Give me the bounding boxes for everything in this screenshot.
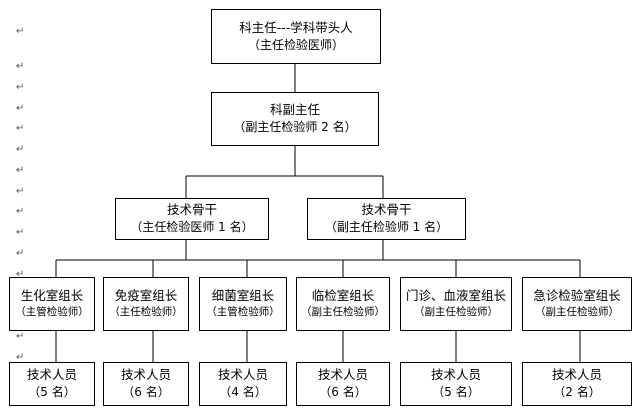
paragraph-mark-icon: ↵ [16, 206, 25, 217]
group-leader-title: 临检室组长 [311, 288, 375, 304]
paragraph-mark-icon: ↵ [16, 227, 25, 238]
backbone-box: 技术骨干 （副主任检验师 1 名） [307, 198, 466, 240]
group-leader-title: 免疫室组长 [114, 288, 178, 304]
paragraph-mark-icon: ↵ [16, 144, 25, 155]
group-leader-title: 门诊、血液室组长 [405, 288, 506, 304]
staff-title: 技术人员 [120, 367, 171, 383]
deputy-box: 科副主任 （副主任检验师 2 名） [211, 92, 379, 146]
group-leader-box: 生化室组长 （主管检验师） [9, 277, 95, 331]
paragraph-mark-icon: ↵ [16, 352, 25, 363]
group-leader-box: 临检室组长 （副主任检验师） [296, 277, 390, 331]
group-leader-box: 免疫室组长 （主任检验师） [103, 277, 189, 331]
staff-title: 技术人员 [430, 367, 481, 383]
director-box: 科主任---学科带头人 （主任检验医师） [211, 9, 381, 64]
paragraph-mark-icon: ↵ [16, 61, 25, 72]
staff-count: （2 名） [553, 385, 601, 400]
backbone-title: 技术骨干 [166, 202, 217, 218]
backbone-box: 技术骨干 （主任检验医师 1 名） [115, 198, 269, 240]
backbone-subtitle: （主任检验医师 1 名） [130, 220, 254, 235]
staff-box: 技术人员 （5 名） [9, 362, 95, 406]
backbone-title: 技术骨干 [361, 202, 412, 218]
group-leader-box: 门诊、血液室组长 （副主任检验师） [400, 277, 512, 331]
staff-count: （5 名） [28, 385, 76, 400]
paragraph-mark-icon: ↵ [16, 331, 25, 342]
staff-box: 技术人员 （5 名） [400, 362, 512, 406]
paragraph-mark-icon: ↵ [16, 103, 25, 114]
director-subtitle: （主任检验医师） [247, 37, 344, 52]
staff-title: 技术人员 [26, 367, 77, 383]
paragraph-mark-icon: ↵ [16, 248, 25, 259]
paragraph-mark-icon: ↵ [16, 165, 25, 176]
group-leader-subtitle: （主管检验师） [15, 306, 89, 319]
group-leader-box: 细菌室组长 （主管检验师） [199, 277, 287, 331]
staff-box: 技术人员 （4 名） [199, 362, 287, 406]
staff-count: （6 名） [319, 385, 367, 400]
paragraph-mark-icon: ↵ [16, 26, 25, 37]
staff-title: 技术人员 [317, 367, 368, 383]
paragraph-mark-icon: ↵ [16, 82, 25, 93]
group-leader-title: 急诊检验室组长 [533, 288, 621, 304]
group-leader-subtitle: （主管检验师） [206, 306, 280, 319]
group-leader-title: 生化室组长 [20, 288, 84, 304]
group-leader-subtitle: （副主任检验师） [414, 306, 498, 319]
group-leader-box: 急诊检验室组长 （副主任检验师） [522, 277, 632, 331]
paragraph-mark-icon: ↵ [16, 123, 25, 134]
staff-count: （6 名） [122, 385, 170, 400]
staff-box: 技术人员 （6 名） [103, 362, 189, 406]
group-leader-subtitle: （副主任检验师） [301, 306, 385, 319]
director-title: 科主任---学科带头人 [239, 19, 353, 35]
paragraph-mark-icon: ↵ [16, 269, 25, 280]
staff-count: （5 名） [432, 385, 480, 400]
staff-box: 技术人员 （6 名） [296, 362, 390, 406]
group-leader-subtitle: （主任检验师） [109, 306, 183, 319]
backbone-subtitle: （副主任检验师 1 名） [324, 220, 449, 235]
staff-title: 技术人员 [217, 367, 268, 383]
staff-title: 技术人员 [551, 367, 602, 383]
group-leader-subtitle: （副主任检验师） [535, 306, 619, 319]
staff-box: 技术人员 （2 名） [522, 362, 632, 406]
deputy-title: 科副主任 [269, 102, 320, 118]
staff-count: （4 名） [219, 385, 267, 400]
group-leader-title: 细菌室组长 [211, 288, 275, 304]
deputy-subtitle: （副主任检验师 2 名） [233, 120, 357, 135]
paragraph-mark-icon: ↵ [16, 186, 25, 197]
